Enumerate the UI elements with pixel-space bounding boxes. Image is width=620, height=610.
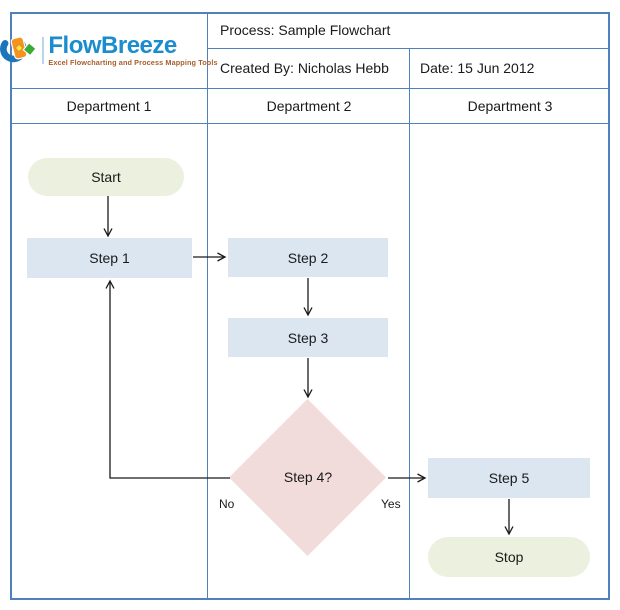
lane-header-department-3: Department 3 xyxy=(467,98,553,114)
step4-decision-label: Step 4? xyxy=(283,469,333,485)
header-row-divider xyxy=(208,48,610,49)
logo: FlowBreeze Excel Flowcharting and Proces… xyxy=(0,12,218,88)
table-outer-border xyxy=(10,12,610,600)
created-by-cell: Created By: Nicholas Hebb xyxy=(220,60,389,76)
date-cell: Date: 15 Jun 2012 xyxy=(420,60,535,76)
lane-header-department-1: Department 1 xyxy=(66,98,152,114)
process-title-cell: Process: Sample Flowchart xyxy=(220,22,391,38)
logo-separator xyxy=(42,36,45,64)
brand-tagline: Excel Flowcharting and Process Mapping T… xyxy=(48,57,218,67)
step2-process[interactable]: Step 2 xyxy=(228,238,388,277)
step5-process[interactable]: Step 5 xyxy=(428,458,590,498)
flowbreeze-logo-icon xyxy=(0,30,38,71)
step3-process[interactable]: Step 3 xyxy=(228,318,388,357)
title-block-divider xyxy=(10,88,610,89)
lane-header-department-2: Department 2 xyxy=(266,98,352,114)
lane-divider-2 xyxy=(409,48,410,600)
stop-terminator[interactable]: Stop xyxy=(428,537,590,577)
lane-header-divider xyxy=(10,123,610,124)
branch-label-yes: Yes xyxy=(381,497,401,511)
step1-process[interactable]: Step 1 xyxy=(27,238,192,278)
brand-name: FlowBreeze xyxy=(48,31,177,59)
branch-label-no: No xyxy=(219,497,235,511)
start-terminator[interactable]: Start xyxy=(28,158,184,196)
